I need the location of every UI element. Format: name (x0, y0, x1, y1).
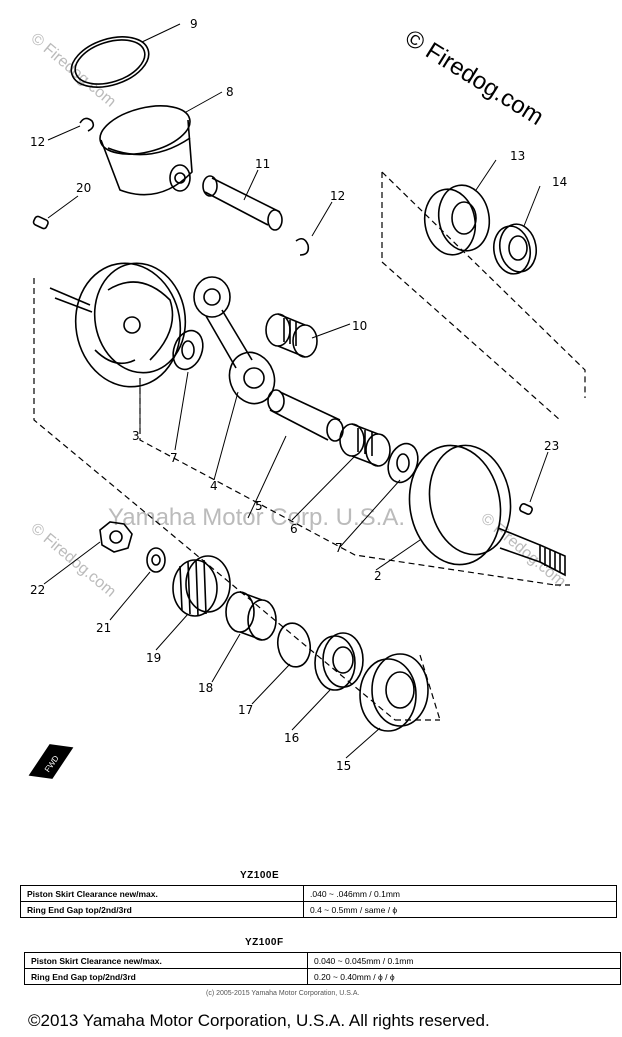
watermark-center: Yamaha Motor Corp. U.S.A. (108, 504, 405, 531)
spec-value: 0.4 ~ 0.5mm / same / ϕ (303, 901, 617, 918)
firedog-logo-text: © Firedog.com (400, 24, 548, 130)
callout-19: 19 (146, 651, 161, 665)
piston-pin-clip-part (79, 117, 310, 256)
primary-drive-gear-part (172, 555, 231, 617)
piston-ring-part (70, 36, 150, 88)
callout-2: 2 (374, 569, 382, 583)
callout-23: 23 (544, 439, 559, 453)
spec-table-title-yz100e: YZ100E (240, 870, 280, 881)
callout-9: 9 (190, 17, 198, 31)
spec-table-title-yz100f: YZ100F (245, 937, 284, 948)
crank-pin-part (267, 389, 344, 442)
crank-oil-seal-part (314, 632, 364, 691)
copyright-small: (c) 2005-2015 Yamaha Motor Corporation, … (206, 990, 360, 997)
leader-lines (43, 23, 549, 759)
spec-label: Ring End Gap top/2nd/3rd (20, 901, 304, 918)
spec-value: 0.20 ~ 0.40mm / ϕ / ϕ (307, 968, 621, 985)
callout-12b: 12 (330, 189, 345, 203)
crank-collar-part (225, 591, 277, 641)
callout-7a: 7 (170, 451, 178, 465)
big-end-bearing-part (339, 423, 391, 467)
spec-value: .040 ~ .046mm / 0.1mm (303, 885, 617, 902)
callout-12a: 12 (30, 135, 45, 149)
piston-pin-part (202, 175, 283, 231)
callout-13: 13 (510, 149, 525, 163)
spec-value: 0.040 ~ 0.045mm / 0.1mm (307, 952, 621, 969)
main-bearing-part (359, 653, 429, 732)
callout-numbers: 9 8 12 11 12 20 13 14 10 3 7 4 5 6 7 2 2… (30, 17, 567, 773)
firedog-logo: © Firedog.com (400, 24, 548, 130)
left-crank-wheel-part (49, 262, 187, 388)
right-crank-wheel-part (408, 444, 566, 577)
table-row: Piston Skirt Clearance new/max. .040 ~ .… (20, 885, 617, 902)
spec-table-yz100f: Piston Skirt Clearance new/max. 0.040 ~ … (24, 952, 621, 985)
callout-17: 17 (238, 703, 253, 717)
callout-4: 4 (210, 479, 218, 493)
callout-20: 20 (76, 181, 91, 195)
callout-18: 18 (198, 681, 213, 695)
spec-label: Ring End Gap top/2nd/3rd (24, 968, 308, 985)
oil-seal-part (492, 223, 538, 275)
callout-7b: 7 (335, 541, 343, 555)
small-end-bearing-part (265, 313, 318, 358)
circlip-part (276, 622, 312, 668)
callout-22: 22 (30, 583, 45, 597)
callout-15: 15 (336, 759, 351, 773)
spec-table-yz100e: Piston Skirt Clearance new/max. .040 ~ .… (20, 885, 617, 918)
callout-6: 6 (290, 522, 298, 536)
callout-16: 16 (284, 731, 299, 745)
woodruff-key-part (32, 215, 49, 230)
table-row: Ring End Gap top/2nd/3rd 0.20 ~ 0.40mm /… (24, 968, 621, 985)
callout-14: 14 (552, 175, 567, 189)
forward-arrow-icon: FWD (28, 744, 74, 779)
crank-bearing-part (423, 184, 491, 256)
connecting-rod-part (193, 276, 276, 405)
callout-11: 11 (255, 157, 270, 171)
copyright-footer: ©2013 Yamaha Motor Corporation, U.S.A. A… (28, 1011, 490, 1030)
primary-gear-nut-part (99, 521, 133, 553)
spec-label: Piston Skirt Clearance new/max. (24, 952, 308, 969)
assembly-outline (33, 171, 586, 721)
callout-10: 10 (352, 319, 367, 333)
spec-label: Piston Skirt Clearance new/max. (20, 885, 304, 902)
piston-part (99, 105, 193, 196)
callout-3: 3 (132, 429, 140, 443)
gear-washer-part (146, 547, 166, 573)
callout-5: 5 (255, 499, 263, 513)
table-row: Ring End Gap top/2nd/3rd 0.4 ~ 0.5mm / s… (20, 901, 617, 918)
callout-8: 8 (226, 85, 234, 99)
right-woodruff-key-part (519, 503, 533, 515)
callout-21: 21 (96, 621, 111, 635)
table-row: Piston Skirt Clearance new/max. 0.040 ~ … (24, 952, 621, 969)
